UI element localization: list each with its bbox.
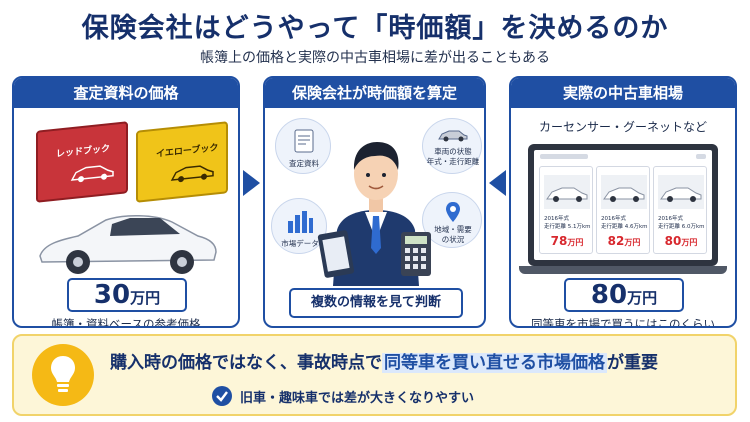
menu-icon xyxy=(696,154,706,159)
lightbulb-icon xyxy=(32,344,94,406)
vehicle-condition-bubble: 車両の状態 年式・走行距離 xyxy=(422,118,482,174)
market-price-box: 80万円 xyxy=(564,278,684,312)
panel-heading: 保険会社が時価額を算定 xyxy=(265,78,484,108)
car-outline-icon xyxy=(70,165,114,183)
market-data-bubble: 市場データ xyxy=(271,198,327,254)
bar-chart-icon xyxy=(288,211,313,233)
panel-market-price: 実際の中古車相場 カーセンサー・グーネットなど 2016年式走行距離 5.1万k… xyxy=(509,76,737,328)
laptop-icon: 2016年式走行距離 5.1万km 78万円 2016年式走行距離 4.6万km… xyxy=(528,144,718,266)
appraisal-caption: 帳簿・資料ベースの参考価格 xyxy=(51,317,201,328)
yellow-book-icon: イエローブック xyxy=(136,121,228,203)
check-icon xyxy=(212,386,232,406)
market-sites-label: カーセンサー・グーネットなど xyxy=(538,120,707,134)
white-sports-car-icon xyxy=(39,214,217,274)
laptop-base xyxy=(519,266,727,274)
page-title: 保険会社はどうやって「時価額」を決めるのか xyxy=(81,13,669,44)
listing-price: 82万円 xyxy=(607,234,641,248)
car-photo-icon xyxy=(544,175,590,209)
insurance-agent-icon xyxy=(317,142,431,286)
browser-bar xyxy=(540,154,588,159)
arrow-right-icon xyxy=(243,170,260,196)
listing-screen: 2016年式走行距離 5.1万km 78万円 2016年式走行距離 4.6万km… xyxy=(534,150,712,260)
arrow-left-icon xyxy=(489,170,506,196)
car-photo-icon xyxy=(658,175,704,209)
panel-heading: 査定資料の価格 xyxy=(14,78,238,108)
panel-insurer-calculation: 保険会社が時価額を算定 査定資料 市場データ 車両の状態 年式・走行距離 地域・… xyxy=(263,76,486,328)
listing-card: 2016年式走行距離 4.6万km 82万円 xyxy=(596,166,650,254)
listing-price: 78万円 xyxy=(550,234,584,248)
panel-heading: 実際の中古車相場 xyxy=(511,78,735,108)
document-icon xyxy=(294,129,314,153)
car-outline-icon xyxy=(170,165,214,183)
page-subtitle: 帳簿上の価格と実際の中古車相場に差が出ることもある xyxy=(200,50,550,66)
market-caption: 同等車を市場で買うにはこのくらい xyxy=(531,317,715,328)
key-point-text: 購入時の価格ではなく、事故時点で同等車を買い直せる市場価格が重要 xyxy=(110,353,658,373)
car-icon xyxy=(438,130,468,142)
listing-card: 2016年式走行距離 6.0万km 80万円 xyxy=(653,166,707,254)
documents-bubble: 査定資料 xyxy=(275,118,331,174)
key-point-note: 旧車・趣味車では差が大きくなりやすい xyxy=(240,391,475,406)
region-demand-bubble: 地域・需要 の状況 xyxy=(422,192,482,248)
judgement-box: 複数の情報を見て判断 xyxy=(289,288,463,318)
location-pin-icon xyxy=(446,202,460,222)
key-point-banner: 購入時の価格ではなく、事故時点で同等車を買い直せる市場価格が重要 旧車・趣味車で… xyxy=(12,334,737,416)
car-photo-icon xyxy=(601,175,647,209)
listing-price: 80万円 xyxy=(664,234,698,248)
panel-appraisal-price: 査定資料の価格 レッドブック イエローブック 30万円 帳簿・資料ベースの参考価… xyxy=(12,76,240,328)
listing-card: 2016年式走行距離 5.1万km 78万円 xyxy=(539,166,593,254)
appraisal-price-box: 30万円 xyxy=(67,278,187,312)
red-book-icon: レッドブック xyxy=(36,121,128,203)
